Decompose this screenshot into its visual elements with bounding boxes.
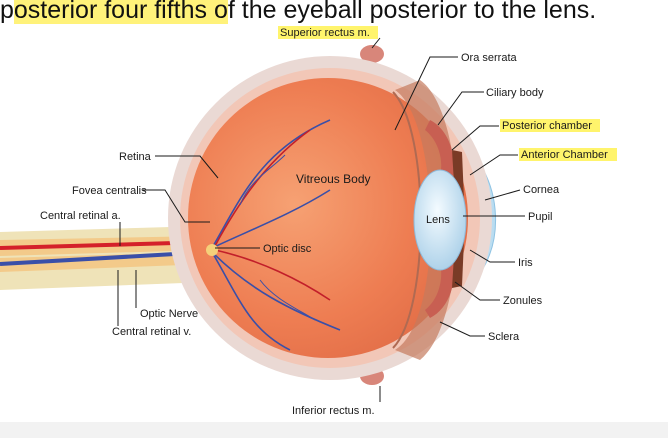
- caption-part-3: f the eyeball posterior to the lens.: [227, 0, 597, 24]
- label-cornea: Cornea: [523, 184, 560, 196]
- ciliary-body-shape: [425, 120, 454, 180]
- label-optic-disc: Optic disc: [263, 243, 312, 255]
- label-sclera: Sclera: [488, 331, 520, 343]
- caption-highlight: osterior four fifths o: [13, 0, 228, 24]
- superior-rectus-muscle: [360, 45, 384, 63]
- label-zonules: Zonules: [503, 295, 543, 307]
- label-anterior-chamber: Anterior Chamber: [521, 149, 608, 161]
- retinal-vessels: [211, 119, 341, 351]
- caption-text: posterior four fifths of the eyeball pos…: [0, 0, 668, 26]
- label-retina: Retina: [119, 151, 152, 163]
- label-central-retinal-v: Central retinal v.: [112, 326, 191, 338]
- label-pupil: Pupil: [528, 211, 552, 223]
- label-posterior-chamber: Posterior chamber: [502, 120, 592, 132]
- label-iris: Iris: [518, 257, 533, 269]
- lens-shape: [413, 169, 467, 271]
- optic-nerve-bundle: [0, 226, 211, 290]
- highlight-anterior-chamber: [519, 148, 617, 161]
- bottom-strip: [0, 422, 668, 438]
- leader-lines: [117, 37, 525, 402]
- highlight-posterior-chamber: [500, 119, 600, 132]
- label-superior-rectus: Superior rectus m.: [280, 27, 370, 39]
- optic-disc-shape: [206, 244, 218, 256]
- label-vitreous-body: Vitreous Body: [296, 172, 371, 186]
- label-lens: Lens: [426, 214, 450, 226]
- label-optic-nerve: Optic Nerve: [140, 308, 198, 320]
- vitreous-body-shape: [188, 78, 468, 358]
- label-ora-serrata: Ora serrata: [461, 52, 518, 64]
- label-ciliary-body: Ciliary body: [486, 87, 544, 99]
- label-central-retinal-a: Central retinal a.: [40, 210, 121, 222]
- highlight-superior-rectus: [278, 26, 378, 39]
- caption-part-1: p: [0, 0, 14, 24]
- label-inferior-rectus: Inferior rectus m.: [292, 405, 375, 417]
- label-fovea-centralis: Fovea centralis: [72, 185, 147, 197]
